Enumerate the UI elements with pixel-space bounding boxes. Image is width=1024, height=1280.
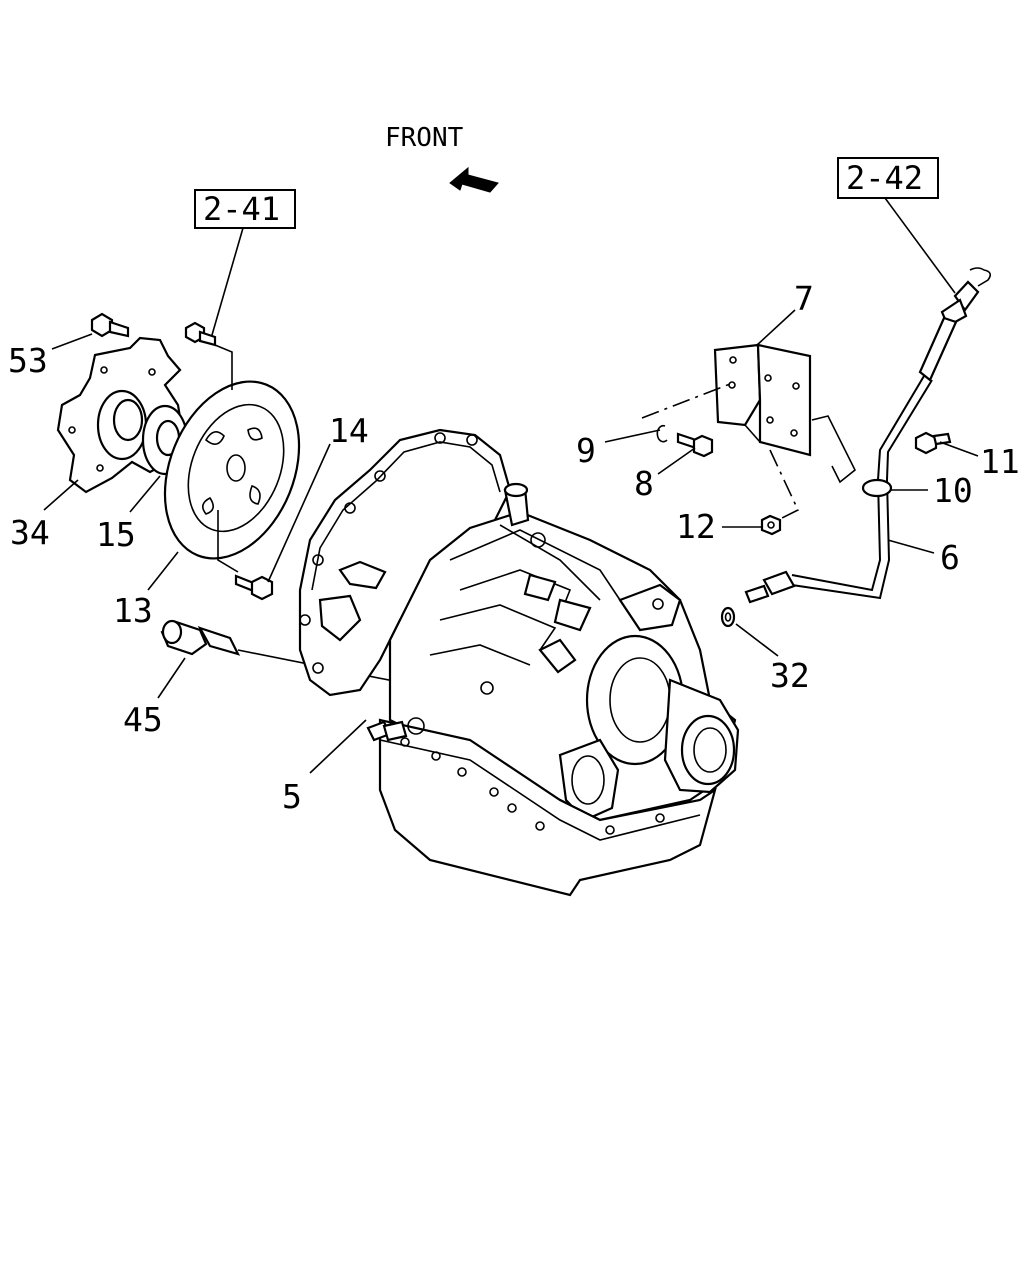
reference-box-2-42[interactable]: 2-42	[837, 157, 956, 294]
flex-plate-13	[163, 380, 301, 560]
leader-lines	[43, 309, 979, 774]
callout-labels: 53 34 15 13 14 45 5 7 9 8 12 11 10 6 32	[8, 279, 1020, 816]
callout-12: 12	[676, 507, 716, 546]
callout-8: 8	[634, 464, 654, 503]
callout-5: 5	[282, 777, 302, 816]
callout-11: 11	[980, 442, 1020, 481]
callout-7: 7	[794, 279, 814, 318]
callout-9: 9	[576, 431, 596, 470]
flex-plate-group	[56, 312, 301, 601]
bolt-2-41	[184, 321, 233, 390]
front-label: FRONT	[385, 123, 464, 153]
callout-13: 13	[113, 591, 153, 630]
front-indicator: FRONT	[385, 123, 499, 193]
callout-34: 34	[10, 513, 50, 552]
callout-10: 10	[933, 471, 973, 510]
bolt-8	[676, 432, 714, 458]
bolt-14	[217, 510, 274, 601]
front-arrow-icon	[449, 166, 499, 193]
reference-label-2-41: 2-41	[203, 190, 280, 228]
bolt-53	[90, 312, 130, 338]
callout-15: 15	[96, 515, 136, 554]
clip-9	[656, 424, 668, 443]
reference-label-2-42: 2-42	[846, 159, 923, 197]
callout-32: 32	[770, 656, 810, 695]
callout-45: 45	[123, 700, 163, 739]
callout-14: 14	[329, 411, 369, 450]
transmission-case	[298, 428, 740, 897]
washer-32	[720, 606, 736, 628]
callout-6: 6	[940, 538, 960, 577]
callout-53: 53	[8, 341, 48, 380]
oil-level-gauge-group	[744, 267, 992, 604]
reference-box-2-41[interactable]: 2-41	[194, 189, 296, 336]
bracket-7	[641, 343, 857, 521]
nut-12	[760, 514, 782, 536]
